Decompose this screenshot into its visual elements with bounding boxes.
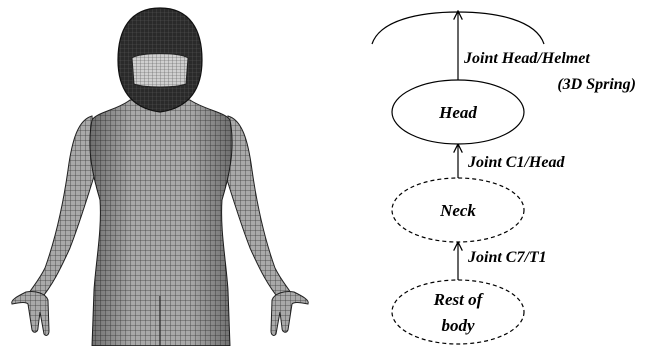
edge-helmet-label-line1: Joint Head/Helmet — [463, 50, 590, 67]
edge-helmet-label-line2: (3D Spring) — [557, 76, 636, 93]
node-head-label: Head — [438, 103, 477, 122]
right-arm — [224, 116, 292, 300]
helmet — [118, 8, 202, 112]
node-rest-label-line2: body — [441, 316, 475, 335]
left-arm — [28, 116, 96, 300]
body-mesh — [12, 88, 309, 346]
left-hand — [12, 291, 49, 335]
edge-c7-t1-label: Joint C7/T1 — [467, 249, 547, 266]
joint-diagram: Head Neck Rest of body Joint Head/Helmet… — [340, 0, 646, 346]
right-hand — [271, 291, 308, 335]
human-body-model — [0, 0, 320, 346]
helmet-visor — [132, 54, 188, 88]
node-rest-label-line1: Rest of — [433, 290, 485, 309]
edge-c1-head-label: Joint C1/Head — [467, 154, 565, 171]
node-neck-label: Neck — [439, 201, 476, 220]
